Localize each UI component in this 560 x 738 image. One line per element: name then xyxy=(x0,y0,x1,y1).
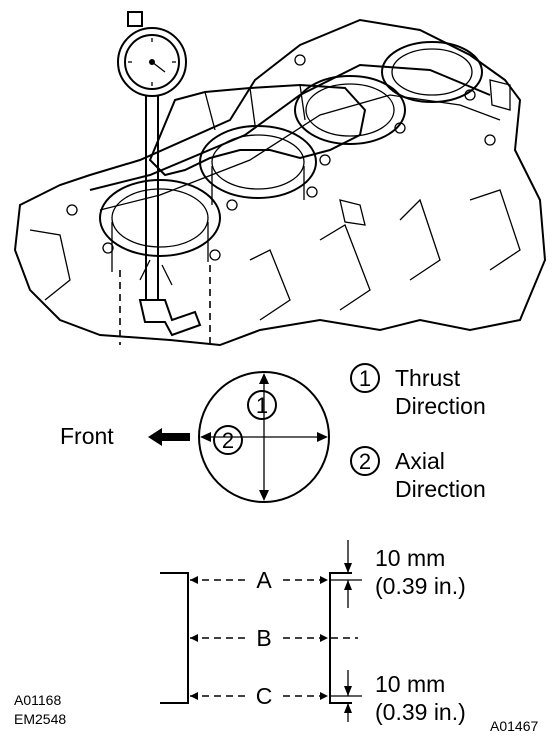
front-direction-arrow-icon xyxy=(148,428,190,446)
legend: 1 Thrust Direction 2 Axial Direction xyxy=(350,363,486,502)
legend-2-line2: Direction xyxy=(395,476,486,502)
marker-1-circle xyxy=(247,390,277,420)
top-dimension-inch: (0.39 in.) xyxy=(375,573,466,599)
legend-2-circle xyxy=(350,446,380,476)
legend-1-number: 1 xyxy=(359,366,371,391)
position-c-label: C xyxy=(256,683,273,709)
bottom-dimension-inch: (0.39 in.) xyxy=(375,699,466,725)
bore-position-diagram xyxy=(160,540,362,722)
position-b-label: B xyxy=(256,625,271,651)
engine-block-illustration xyxy=(13,18,547,347)
marker-1-label: 1 xyxy=(256,393,268,418)
legend-1-line2: Direction xyxy=(395,393,486,419)
legend-1-line1: Thrust xyxy=(395,365,461,391)
legend-1-circle xyxy=(350,363,380,393)
legend-2-number: 2 xyxy=(359,449,371,474)
figure-code-1: A01168 xyxy=(14,692,61,708)
legend-2-line1: Axial xyxy=(395,448,445,474)
top-dimension-value: 10 mm xyxy=(375,545,445,571)
marker-2-circle xyxy=(213,425,243,455)
front-label: Front xyxy=(60,423,114,449)
figure-code-2: EM2548 xyxy=(14,711,66,727)
bore-measurement-circle xyxy=(198,371,330,503)
position-a-label: A xyxy=(256,567,272,593)
marker-2-label: 2 xyxy=(222,428,234,453)
dial-bore-gauge-icon xyxy=(117,11,202,337)
figure-code-3: A01467 xyxy=(490,718,538,734)
bottom-dimension-value: 10 mm xyxy=(375,671,445,697)
